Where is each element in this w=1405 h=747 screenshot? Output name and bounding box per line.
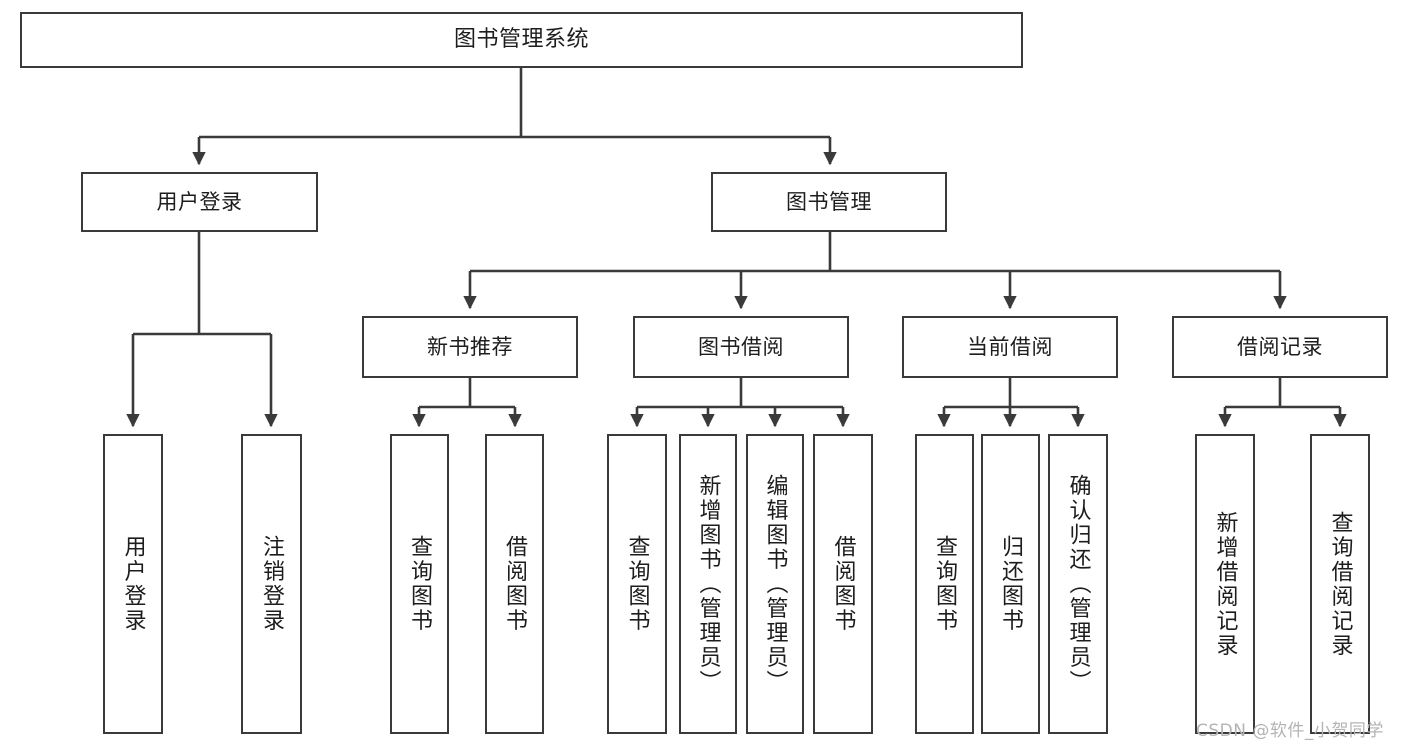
node-leaf-edit-book-label: 编辑图书（管理员） bbox=[762, 473, 788, 695]
node-new-book-recommend[interactable]: 新书推荐 bbox=[362, 316, 578, 378]
node-borrow-record[interactable]: 借阅记录 bbox=[1172, 316, 1388, 378]
node-user-login[interactable]: 用户登录 bbox=[81, 172, 318, 232]
node-root[interactable]: 图书管理系统 bbox=[20, 12, 1023, 68]
node-leaf-edit-book[interactable]: 编辑图书（管理员） bbox=[746, 434, 804, 734]
node-leaf-query-record[interactable]: 查询借阅记录 bbox=[1310, 434, 1370, 734]
node-leaf-query-record-label: 查询借阅记录 bbox=[1327, 510, 1353, 658]
node-leaf-borrow-book-1[interactable]: 借阅图书 bbox=[485, 434, 544, 734]
node-leaf-logout-label: 注销登录 bbox=[259, 535, 285, 633]
node-new-book-recommend-label: 新书推荐 bbox=[427, 334, 513, 359]
node-leaf-query-book-3-label: 查询图书 bbox=[932, 535, 958, 633]
node-book-borrow-label: 图书借阅 bbox=[698, 334, 784, 359]
node-leaf-confirm-return[interactable]: 确认归还（管理员） bbox=[1048, 434, 1108, 734]
node-leaf-borrow-book-2[interactable]: 借阅图书 bbox=[813, 434, 873, 734]
node-leaf-user-login-label: 用户登录 bbox=[120, 535, 146, 633]
node-leaf-add-record[interactable]: 新增借阅记录 bbox=[1195, 434, 1255, 734]
node-leaf-query-book-3[interactable]: 查询图书 bbox=[915, 434, 974, 734]
node-user-login-label: 用户登录 bbox=[156, 189, 243, 214]
node-current-borrow[interactable]: 当前借阅 bbox=[902, 316, 1118, 378]
node-leaf-confirm-return-label: 确认归还（管理员） bbox=[1065, 473, 1091, 695]
node-leaf-return-book-label: 归还图书 bbox=[998, 535, 1024, 633]
node-leaf-add-book[interactable]: 新增图书（管理员） bbox=[679, 434, 737, 734]
node-leaf-add-book-label: 新增图书（管理员） bbox=[695, 473, 721, 695]
node-root-label: 图书管理系统 bbox=[453, 27, 589, 53]
node-book-manage-label: 图书管理 bbox=[786, 189, 872, 214]
node-leaf-borrow-book-2-label: 借阅图书 bbox=[830, 535, 856, 633]
node-leaf-query-book-1-label: 查询图书 bbox=[407, 535, 433, 633]
node-leaf-query-book-2[interactable]: 查询图书 bbox=[607, 434, 667, 734]
node-leaf-logout[interactable]: 注销登录 bbox=[241, 434, 302, 734]
node-current-borrow-label: 当前借阅 bbox=[967, 334, 1053, 359]
node-leaf-borrow-book-1-label: 借阅图书 bbox=[502, 535, 528, 633]
node-book-manage[interactable]: 图书管理 bbox=[711, 172, 947, 232]
node-leaf-return-book[interactable]: 归还图书 bbox=[981, 434, 1040, 734]
node-leaf-query-book-1[interactable]: 查询图书 bbox=[390, 434, 449, 734]
node-borrow-record-label: 借阅记录 bbox=[1237, 334, 1323, 359]
node-book-borrow[interactable]: 图书借阅 bbox=[633, 316, 849, 378]
node-leaf-query-book-2-label: 查询图书 bbox=[624, 535, 650, 633]
watermark: CSDN @软件_小贺同学 bbox=[1196, 721, 1384, 741]
node-leaf-add-record-label: 新增借阅记录 bbox=[1212, 510, 1238, 658]
node-leaf-user-login[interactable]: 用户登录 bbox=[103, 434, 163, 734]
